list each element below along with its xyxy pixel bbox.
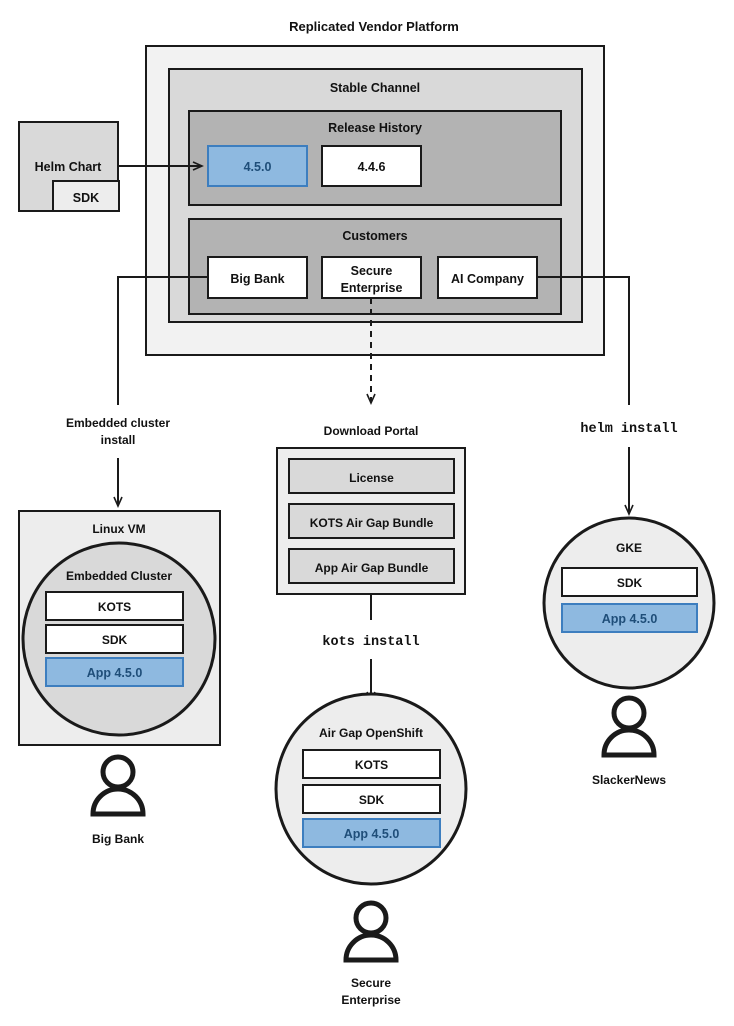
persona-secure-enterprise-icon	[343, 900, 399, 963]
linux-vm-title: Linux VM	[92, 522, 145, 536]
release-4-4-6-label: 4.4.6	[358, 160, 386, 174]
release-history-title: Release History	[328, 121, 422, 135]
linux-vm-component-app[interactable]	[45, 657, 184, 687]
linux-vm-component-kots[interactable]	[45, 591, 184, 621]
customer-secure-enterprise-label-line2: Enterprise	[341, 281, 403, 295]
download-portal-title: Download Portal	[324, 424, 419, 438]
edge-ai-company-to-gke	[537, 276, 630, 405]
download-portal-item-license-label: License	[349, 471, 394, 485]
customer-secure-enterprise-label-line1: Secure	[351, 264, 393, 278]
edge-big-bank-to-linux-vm	[117, 276, 208, 405]
download-portal-item-app-bundle-label: App Air Gap Bundle	[315, 561, 429, 575]
persona-big-bank-label: Big Bank	[92, 832, 144, 846]
gke-component-app-label: App 4.5.0	[602, 612, 658, 626]
linux-vm-component-kots-label: KOTS	[98, 600, 131, 614]
gke-component-app[interactable]	[561, 603, 698, 633]
edge-kots-install-label: kots install	[322, 635, 419, 650]
release-4-5-0[interactable]	[207, 145, 308, 187]
openshift-component-app-label: App 4.5.0	[344, 827, 400, 841]
persona-secure-enterprise-label-line1: Secure	[351, 976, 391, 990]
helm-chart-sdk-box[interactable]	[52, 180, 120, 212]
release-4-5-0-label: 4.5.0	[244, 160, 272, 174]
edge-embedded-cluster-install-line1: Embedded cluster	[66, 416, 170, 430]
page-title: Replicated Vendor Platform	[289, 19, 459, 34]
customers-title: Customers	[342, 229, 407, 243]
gke-component-sdk-label: SDK	[617, 576, 643, 590]
download-portal-item-kots-bundle[interactable]	[288, 503, 455, 539]
embedded-cluster-title: Embedded Cluster	[66, 569, 172, 583]
release-4-4-6[interactable]	[321, 145, 422, 187]
linux-vm-component-app-label: App 4.5.0	[87, 666, 143, 680]
helm-chart-sdk-label: SDK	[73, 191, 99, 205]
customer-big-bank[interactable]	[207, 256, 308, 299]
helm-chart-label: Helm Chart	[35, 160, 103, 174]
edge-helm-install-label: helm install	[580, 422, 677, 437]
linux-vm-component-sdk[interactable]	[45, 624, 184, 654]
persona-slackernews-label: SlackerNews	[592, 773, 666, 787]
customer-ai-company-label: AI Company	[451, 272, 524, 286]
stable-channel-title: Stable Channel	[330, 81, 420, 95]
customer-secure-enterprise[interactable]	[321, 256, 422, 299]
persona-secure-enterprise-label-line2: Enterprise	[341, 993, 401, 1007]
gke-title: GKE	[616, 541, 642, 555]
gke-component-sdk[interactable]	[561, 567, 698, 597]
openshift-component-sdk[interactable]	[302, 784, 441, 814]
openshift-component-sdk-label: SDK	[359, 793, 385, 807]
persona-big-bank-icon	[90, 754, 146, 817]
openshift-component-kots[interactable]	[302, 749, 441, 779]
openshift-component-app[interactable]	[302, 818, 441, 848]
customer-big-bank-label: Big Bank	[230, 272, 284, 286]
edge-embedded-cluster-install-line2: install	[101, 433, 136, 447]
customer-ai-company[interactable]	[437, 256, 538, 299]
download-portal-item-app-bundle[interactable]	[288, 548, 455, 584]
air-gap-openshift-title: Air Gap OpenShift	[319, 726, 423, 740]
openshift-component-kots-label: KOTS	[355, 758, 388, 772]
linux-vm-component-sdk-label: SDK	[102, 633, 128, 647]
download-portal-item-kots-bundle-label: KOTS Air Gap Bundle	[310, 516, 434, 530]
download-portal-item-license[interactable]	[288, 458, 455, 494]
persona-slackernews-icon	[601, 695, 657, 758]
